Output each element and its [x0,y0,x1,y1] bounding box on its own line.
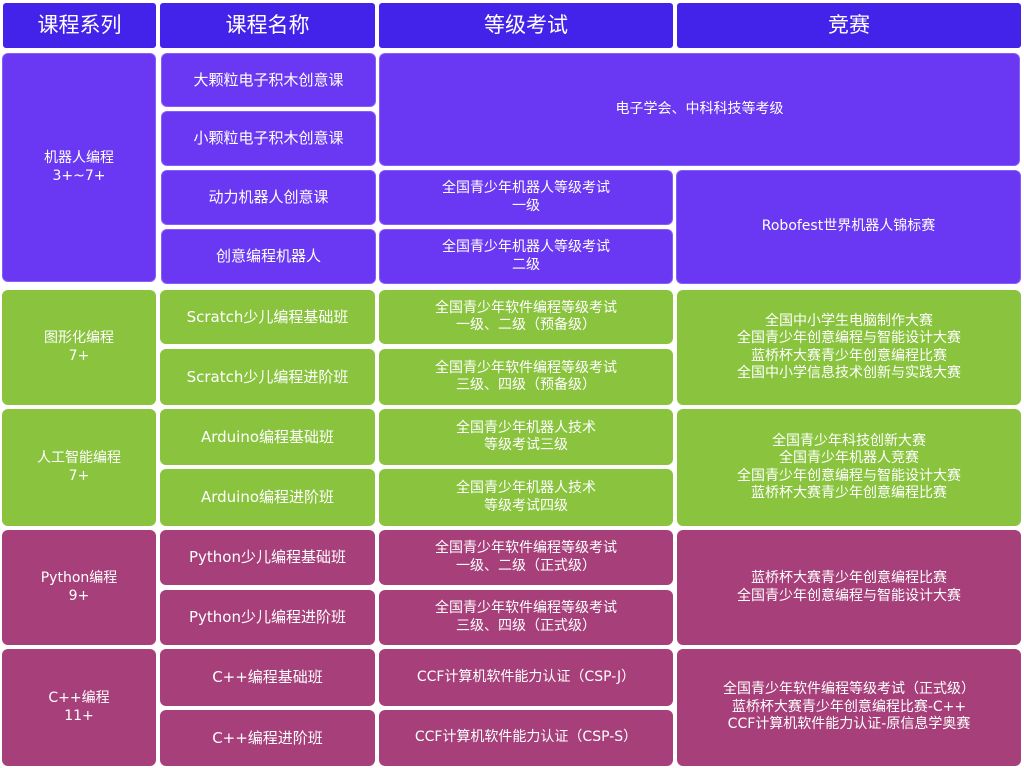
header-course-name: 课程名称 [160,3,375,48]
competition-cpp: 全国青少年软件编程等级考试（正式级）蓝桥杯大赛青少年创意编程比赛-C++CCF计… [677,649,1021,766]
exam-python-1: 全国青少年软件编程等级考试一级、二级（正式级） [379,530,673,585]
exam-cpp-2: CCF计算机软件能力认证（CSP-S） [379,710,673,766]
course-robot-2: 小颗粒电子积木创意课 [161,111,376,166]
competition-robot: Robofest世界机器人锦标赛 [676,170,1021,284]
course-python-2: Python少儿编程进阶班 [160,590,375,645]
exam-python-2: 全国青少年软件编程等级考试三级、四级（正式级） [379,590,673,645]
exam-robot-1: 全国青少年机器人等级考试一级 [379,170,673,225]
course-ai-2: Arduino编程进阶班 [160,469,375,526]
competition-graphic: 全国中小学生电脑制作大赛全国青少年创意编程与智能设计大赛蓝桥杯大赛青少年创意编程… [677,290,1021,405]
course-cpp-2: C++编程进阶班 [160,710,375,766]
competition-ai: 全国青少年科技创新大赛全国青少年机器人竞赛全国青少年创意编程与智能设计大赛蓝桥杯… [677,409,1021,526]
course-python-1: Python少儿编程基础班 [160,530,375,585]
course-graphic-2: Scratch少儿编程进阶班 [160,349,375,405]
exam-ai-2: 全国青少年机器人技术等级考试四级 [379,469,673,526]
exam-robot-2: 全国青少年机器人等级考试二级 [379,229,673,284]
header-series: 课程系列 [3,3,156,48]
course-graphic-1: Scratch少儿编程基础班 [160,290,375,344]
course-robot-4: 创意编程机器人 [161,229,376,284]
competition-python: 蓝桥杯大赛青少年创意编程比赛全国青少年创意编程与智能设计大赛 [677,530,1021,645]
exam-cpp-1: CCF计算机软件能力认证（CSP-J） [379,649,673,706]
course-ai-1: Arduino编程基础班 [160,409,375,465]
exam-graphic-2: 全国青少年软件编程等级考试三级、四级（预备级） [379,349,673,405]
header-exam: 等级考试 [379,3,673,48]
course-robot-1: 大颗粒电子积木创意课 [161,53,376,107]
exam-robot-top: 电子学会、中科科技等考级 [379,53,1020,166]
course-robot-3: 动力机器人创意课 [161,170,376,225]
header-competition: 竞赛 [677,3,1021,48]
exam-graphic-1: 全国青少年软件编程等级考试一级、二级（预备级） [379,290,673,344]
exam-ai-1: 全国青少年机器人技术等级考试三级 [379,409,673,465]
course-cpp-1: C++编程基础班 [160,649,375,706]
